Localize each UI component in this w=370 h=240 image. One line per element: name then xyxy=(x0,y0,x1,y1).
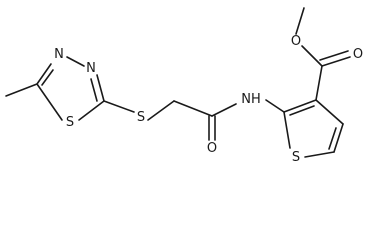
bond-s1-c5 xyxy=(36,83,63,121)
bond-n3-c2 xyxy=(96,74,105,102)
bond-ester-c-o-carbonyl xyxy=(321,56,351,67)
bond-c2-s-thioether xyxy=(103,100,135,113)
bond-nh-c2-thiophene xyxy=(265,99,285,113)
bond-c3-ester-c xyxy=(315,65,323,101)
atom-label-n-ring-1: N xyxy=(54,47,64,62)
bond-ester-c-o-ether xyxy=(301,45,323,67)
bond-c5-n4-inner xyxy=(41,69,54,86)
atom-label-s-ring-thiophene: S xyxy=(292,150,300,165)
bond-th-c4-c5-inner xyxy=(328,127,337,150)
atom-label-nh-amide: NH xyxy=(241,92,261,107)
bond-c2-s1 xyxy=(78,100,105,121)
bond-methyl-c5 xyxy=(5,83,38,97)
bond-ester-c-o-carbonyl-double xyxy=(319,50,349,61)
atom-label-o-ester-carbonyl: O xyxy=(353,47,363,62)
bond-ch2-carbonyl xyxy=(173,100,213,117)
bond-th-c3-c4 xyxy=(315,99,344,125)
bond-th-c2-c3-inner xyxy=(289,105,315,116)
atom-label-s-ring-thiadiazole: S xyxy=(66,115,74,130)
bond-c5-n4 xyxy=(36,63,52,85)
atom-label-o-ester-ether: O xyxy=(291,34,301,49)
bond-th-s-c2 xyxy=(283,111,291,149)
bond-th-c4-c5 xyxy=(333,123,344,153)
bond-th-c2-c3 xyxy=(283,99,317,113)
bond-n4-n3 xyxy=(66,56,85,67)
atom-label-n-ring-2: N xyxy=(86,61,96,76)
bond-th-c5-s xyxy=(304,151,335,158)
atom-label-s-thioether: S xyxy=(137,110,145,125)
bond-o-methyl xyxy=(295,7,305,35)
atom-label-o-amide: O xyxy=(207,141,217,156)
bond-n3-c2-inner xyxy=(90,78,98,102)
bond-carbonyl-nh xyxy=(211,103,237,117)
molecule-structure: N N S S NH O O O S xyxy=(5,7,363,165)
bond-s-ch2 xyxy=(147,100,175,121)
